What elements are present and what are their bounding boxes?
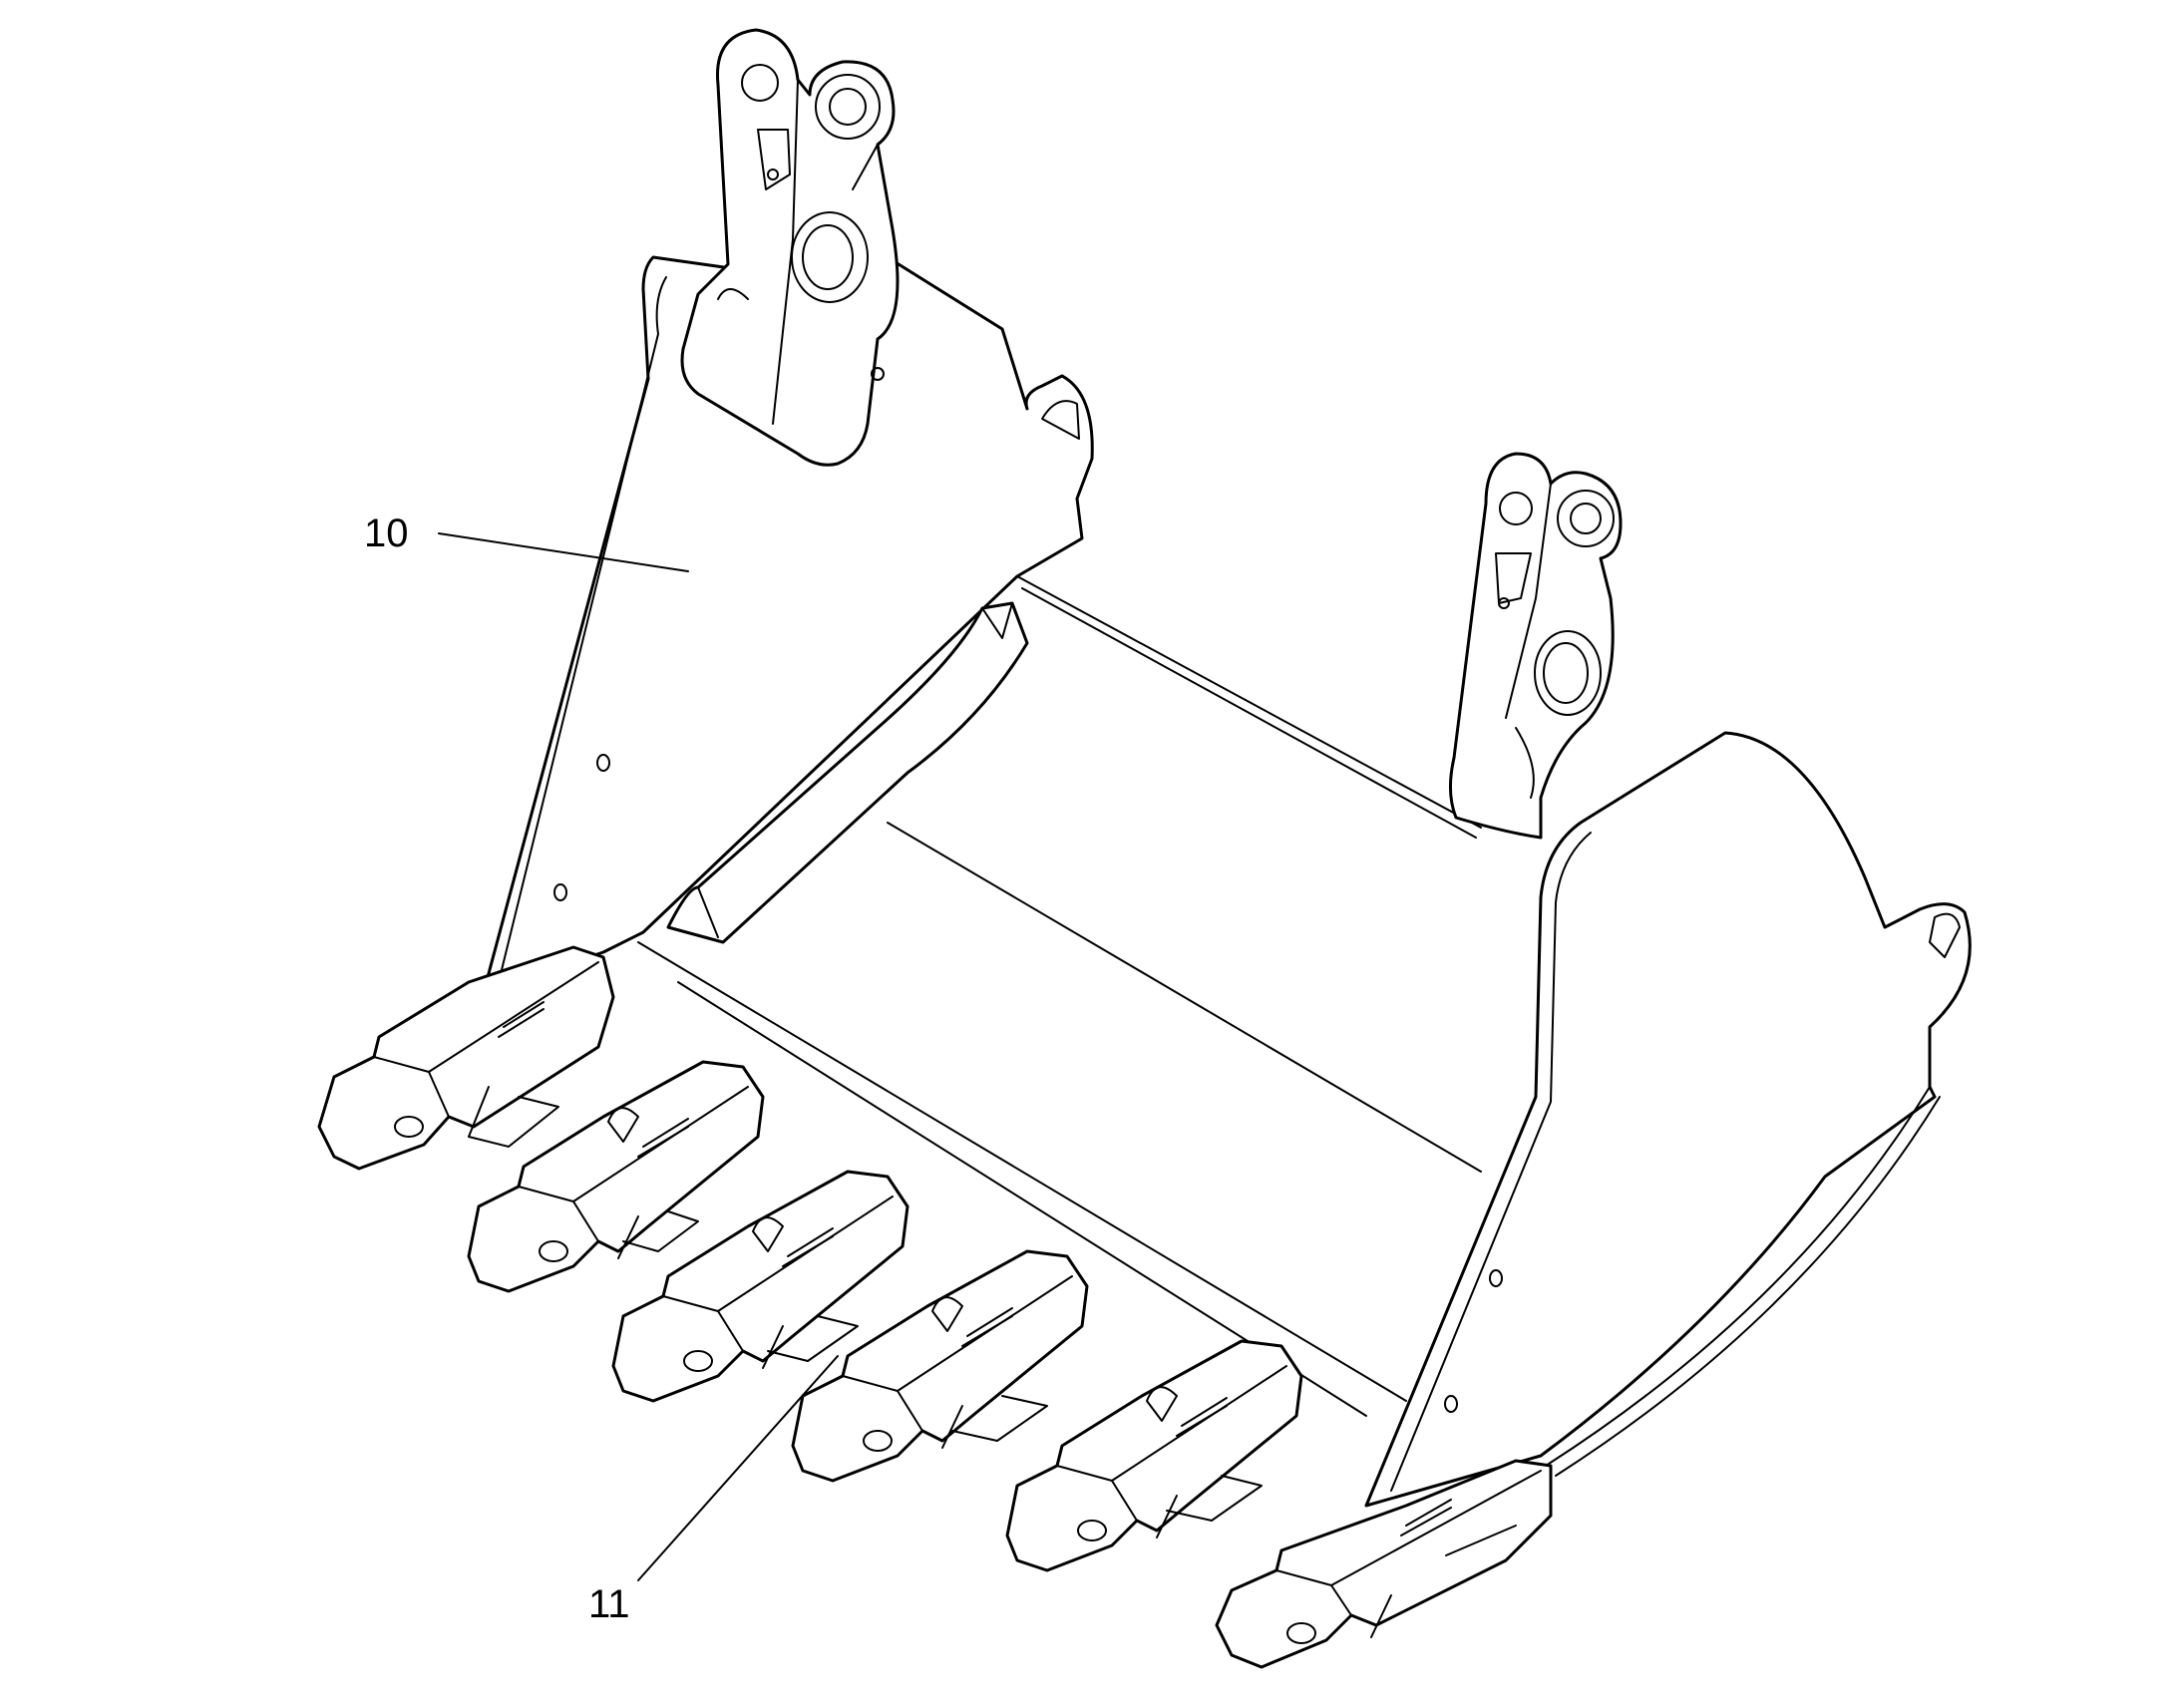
tooth-5	[1005, 1339, 1303, 1572]
tooth-1	[317, 945, 615, 1171]
leader-line-11	[637, 1355, 839, 1581]
tooth-4	[791, 1249, 1089, 1483]
tooth-6	[1215, 1459, 1553, 1669]
tooth-3	[611, 1170, 909, 1403]
right-mount-lugs	[1449, 452, 1623, 840]
callout-label-10: 10	[364, 512, 409, 555]
leader-line-10	[438, 532, 689, 572]
tooth-2	[467, 1060, 765, 1293]
callout-10: 10	[364, 512, 689, 572]
callout-11: 11	[588, 1355, 839, 1626]
bucket-teeth	[317, 945, 1553, 1669]
right-side-plate	[1364, 731, 1972, 1508]
callout-label-11: 11	[588, 1582, 630, 1626]
left-wear-strip	[666, 601, 1029, 944]
cutting-edge	[468, 1096, 1263, 1522]
left-mount-lugs	[680, 28, 900, 467]
